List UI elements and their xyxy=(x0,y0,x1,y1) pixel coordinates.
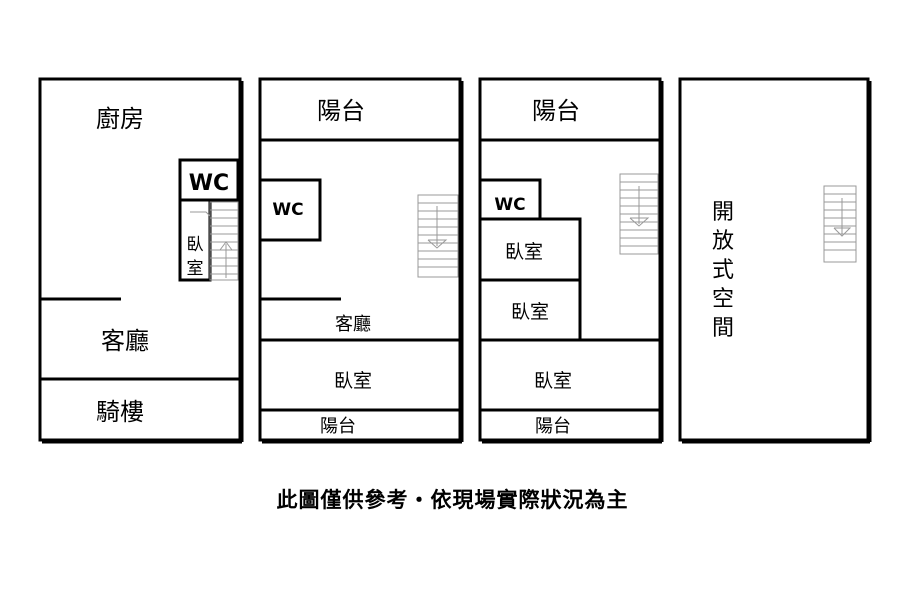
open-space-char-2: 放 xyxy=(712,229,734,254)
floor-1-plan xyxy=(38,77,244,444)
wc-label-floor-2: WC xyxy=(272,200,303,220)
bedroom-c-label-floor-3: 臥室 xyxy=(534,370,572,392)
wc-label-floor-1: WC xyxy=(189,171,229,196)
balcony-bottom-label-floor-2: 陽台 xyxy=(320,416,356,437)
living-room-label-floor-1: 客廳 xyxy=(101,327,149,355)
stair-floor-1 xyxy=(190,201,239,281)
stair-floor-2 xyxy=(417,194,459,278)
floor-4-plan xyxy=(678,77,872,444)
kitchen-label: 廚房 xyxy=(96,105,144,133)
living-room-label-floor-2: 客廳 xyxy=(335,314,371,335)
bedroom-label-floor-1-line2: 室 xyxy=(187,259,204,279)
bedroom-a-label-floor-3: 臥室 xyxy=(505,241,543,263)
arcade-label: 騎樓 xyxy=(96,398,144,426)
bedroom-label-floor-2: 臥室 xyxy=(334,370,372,392)
open-space-char-1: 開 xyxy=(712,200,734,225)
balcony-top-label-floor-3: 陽台 xyxy=(532,97,580,125)
stair-floor-3 xyxy=(619,173,659,255)
open-space-char-5: 間 xyxy=(712,316,734,341)
open-space-char-4: 空 xyxy=(712,287,734,312)
floor-3-plan xyxy=(478,77,664,444)
bedroom-b-label-floor-3: 臥室 xyxy=(511,301,549,323)
bedroom-label-floor-1-line1: 臥 xyxy=(187,235,204,255)
balcony-bottom-label-floor-3: 陽台 xyxy=(535,416,571,437)
stair-floor-4 xyxy=(823,185,857,263)
wc-label-floor-3: WC xyxy=(494,195,525,215)
floor-2-plan xyxy=(258,77,464,444)
disclaimer-text: 此圖僅供參考・依現場實際狀況為主 xyxy=(276,488,629,512)
balcony-top-label-floor-2: 陽台 xyxy=(317,97,365,125)
open-space-char-3: 式 xyxy=(712,258,734,283)
